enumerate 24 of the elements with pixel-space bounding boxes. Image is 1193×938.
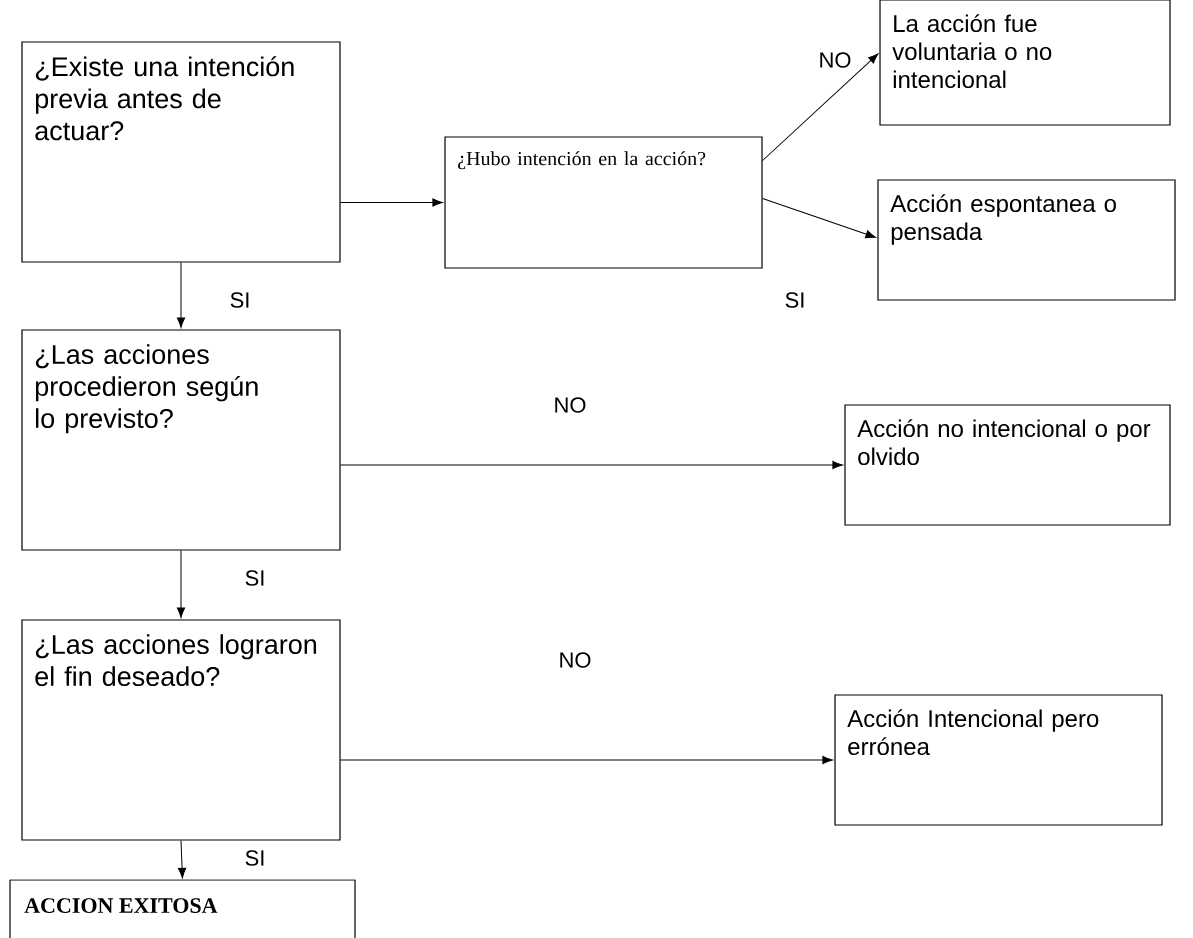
edge-label: SI <box>230 292 249 308</box>
arrow <box>177 840 187 879</box>
process-box: ¿Existe una intención previa antes de actuar? <box>21 41 341 263</box>
edge-label: NO <box>820 52 851 68</box>
edge-label: NO <box>560 652 591 668</box>
arrow <box>340 460 843 470</box>
result-box: ACCION EXITOSA <box>9 879 356 938</box>
process-box: Acción no intencional o por olvido <box>844 404 1171 526</box>
edge-label: SI <box>785 292 804 308</box>
process-box: La acción fue voluntaria o no intencional <box>879 0 1171 126</box>
process-box: ¿Las acciones procedieron según lo previsto? <box>21 329 341 551</box>
arrow <box>340 755 833 765</box>
arrow <box>176 262 186 328</box>
process-box: Acción espontanea o pensada <box>877 179 1176 301</box>
edge-label: SI <box>245 570 264 586</box>
process-box: ¿Las acciones lograron el fin deseado? <box>21 619 341 841</box>
arrow <box>340 198 443 207</box>
arrow <box>176 550 186 618</box>
arrow <box>762 53 879 161</box>
process-box: Acción Intencional pero errónea <box>834 694 1163 826</box>
edge-label: SI <box>245 850 264 866</box>
edge-label: NO <box>555 397 586 413</box>
arrow <box>762 198 876 239</box>
process-box: ¿Hubo intención en la acción? <box>444 136 763 269</box>
